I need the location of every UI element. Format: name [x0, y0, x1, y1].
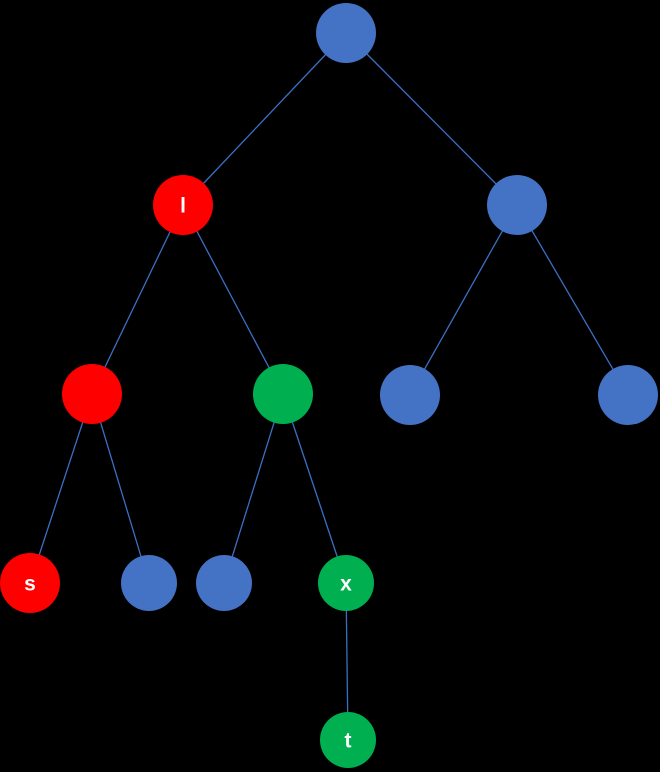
- tree-edge-n2-n5: [409, 204, 518, 396]
- tree-edge-n3-n8: [91, 393, 150, 584]
- node-circle-n1[interactable]: [153, 175, 213, 235]
- tree-node-n5[interactable]: [380, 365, 440, 425]
- tree-node-n4[interactable]: [253, 364, 313, 424]
- node-circle-n2[interactable]: [487, 175, 547, 235]
- tree-node-n3[interactable]: [62, 364, 122, 424]
- node-circle-n4[interactable]: [253, 364, 313, 424]
- tree-node-n11[interactable]: t: [320, 712, 376, 768]
- tree-edge-n1-n3: [91, 204, 184, 395]
- tree-edge-n3-n7: [29, 393, 93, 584]
- tree-edge-n0-n2: [345, 32, 518, 206]
- nodes-layer: l s x t: [0, 3, 658, 768]
- tree-node-n1[interactable]: l: [153, 175, 213, 235]
- tree-node-n2[interactable]: [487, 175, 547, 235]
- node-circle-n6[interactable]: [598, 365, 658, 425]
- tree-node-n10[interactable]: x: [318, 555, 374, 611]
- node-label-n11: t: [345, 730, 352, 753]
- tree-edge-n4-n9: [223, 393, 284, 584]
- node-label-n10: x: [340, 573, 352, 596]
- tree-node-n0[interactable]: [316, 3, 376, 63]
- node-circle-n0[interactable]: [316, 3, 376, 63]
- node-circle-n5[interactable]: [380, 365, 440, 425]
- tree-node-n6[interactable]: [598, 365, 658, 425]
- tree-edge-n0-n1: [182, 32, 347, 206]
- tree-edge-n4-n10: [282, 393, 347, 584]
- node-circle-n8[interactable]: [121, 555, 177, 611]
- tree-node-n9[interactable]: [196, 555, 252, 611]
- node-circle-n9[interactable]: [196, 555, 252, 611]
- tree-node-n8[interactable]: [121, 555, 177, 611]
- node-circle-n7[interactable]: [0, 553, 60, 613]
- tree-node-n7[interactable]: s: [0, 553, 60, 613]
- tree-edge-n2-n6: [516, 204, 629, 396]
- node-circle-n11[interactable]: [320, 712, 376, 768]
- node-circle-n10[interactable]: [318, 555, 374, 611]
- tree-edge-n1-n4: [182, 204, 284, 395]
- node-circle-n3[interactable]: [62, 364, 122, 424]
- node-label-n1: l: [180, 195, 186, 218]
- node-label-n7: s: [24, 573, 36, 596]
